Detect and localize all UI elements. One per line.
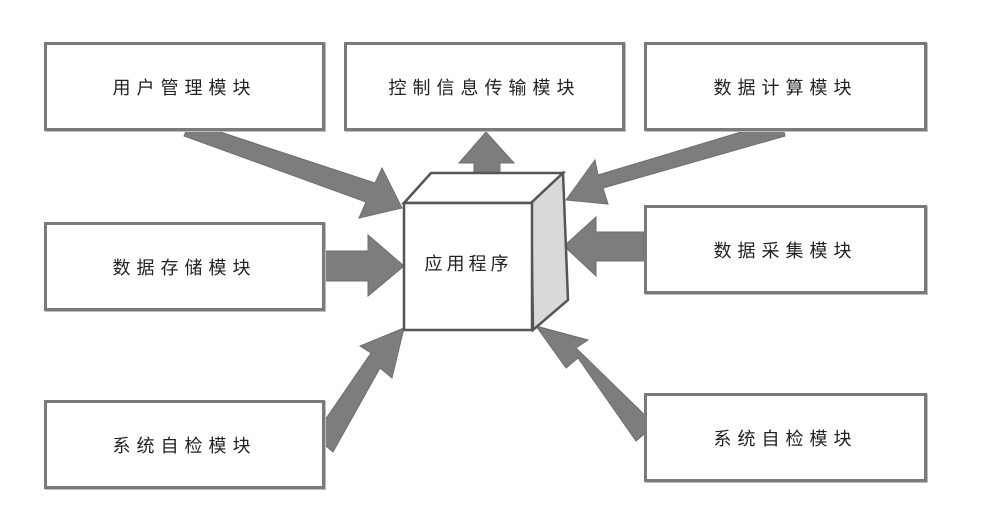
user-management-module: 用户管理模块	[44, 42, 325, 131]
self-check-module-left: 系统自检模块	[44, 400, 325, 489]
self-check-module-right: 系统自检模块	[644, 393, 927, 482]
data-collect-module: 数据采集模块	[644, 205, 927, 294]
arrow-check-left-to-app	[313, 327, 405, 453]
arrow-user-to-app	[183, 121, 403, 219]
data-storage-module: 数据存储模块	[44, 222, 325, 311]
data-compute-module: 数据计算模块	[644, 42, 927, 131]
app-label: 应用程序	[424, 254, 513, 275]
user-management-label: 用户管理模块	[112, 77, 257, 99]
self-check-right-label: 系统自检模块	[713, 428, 858, 450]
data-compute-label: 数据计算模块	[713, 77, 858, 99]
application-cube	[401, 170, 570, 333]
arrow-collect-to-app	[563, 215, 645, 278]
arrow-check-right-to-app	[534, 325, 656, 442]
cube-side-face	[529, 170, 570, 333]
arrow-compute-to-app	[565, 119, 786, 205]
self-check-left-label: 系统自检模块	[112, 435, 257, 457]
data-collect-label: 数据采集模块	[713, 240, 858, 262]
control-transmission-label: 控制信息传输模块	[388, 77, 581, 99]
cube-front-face	[402, 201, 534, 332]
control-transmission-module: 控制信息传输模块	[344, 42, 625, 131]
data-storage-label: 数据存储模块	[112, 257, 257, 279]
arrow-storage-to-app	[324, 233, 405, 298]
